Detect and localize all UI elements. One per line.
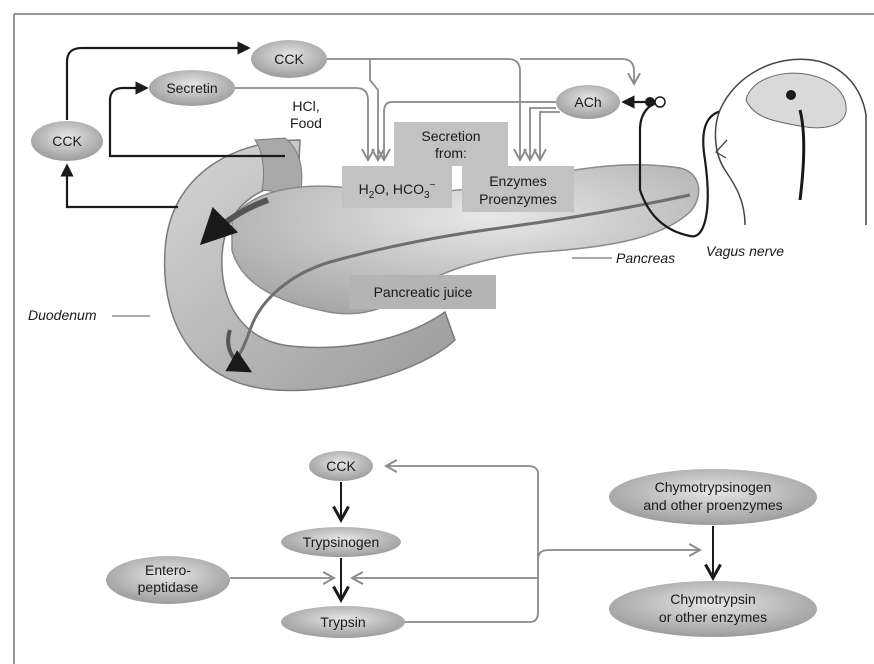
cck-top-label: CCK	[274, 51, 304, 67]
cck-to-ach-arrow	[520, 59, 634, 84]
hco3-sup: −	[430, 180, 436, 191]
secretin-label: Secretin	[166, 80, 217, 96]
cck-top-to-h2o-arrow	[370, 59, 378, 160]
synapse-dot-1	[645, 97, 655, 107]
pancreas-label: Pancreas	[616, 250, 675, 266]
trypsin-to-chymotrypsinogen-line	[538, 550, 700, 560]
enteropeptidase-label-1: Entero-	[145, 562, 191, 578]
pancreatic-juice-label: Pancreatic juice	[374, 284, 473, 300]
secretion-label: Secretion	[421, 128, 480, 144]
hcl-label: HCl,	[292, 98, 319, 114]
enzymes-label: Enzymes	[489, 173, 547, 189]
duodenum-label: Duodenum	[28, 307, 97, 323]
trypsinogen-label: Trypsinogen	[303, 534, 380, 550]
cck-left-label: CCK	[52, 133, 82, 149]
h2o-prefix: H	[359, 181, 369, 197]
hco3-sub: 3	[424, 190, 430, 201]
duodenum-to-cck-left-arrow	[67, 166, 178, 207]
proenzymes-label: Proenzymes	[479, 191, 557, 207]
vagus-nerve-label: Vagus nerve	[706, 243, 784, 259]
enteropeptidase-label-2: peptidase	[138, 579, 199, 595]
vagal-nucleus-dot	[786, 90, 796, 100]
food-label: Food	[290, 115, 322, 131]
chymotrypsinogen-label-1: Chymotrypsinogen	[655, 479, 772, 495]
ach-to-enzymes-arrow-1	[530, 108, 556, 160]
chymotrypsinogen-label-2: and other proenzymes	[643, 497, 782, 513]
from-label: from:	[435, 145, 467, 161]
trypsin-feedback-line	[386, 466, 538, 622]
chymotrypsin-label-1: Chymotrypsin	[670, 591, 756, 607]
trypsin-label: Trypsin	[320, 614, 365, 630]
ach-to-enzymes-arrow-2	[540, 112, 560, 160]
synapse-dot-2	[655, 97, 665, 107]
ach-label: ACh	[574, 94, 601, 110]
cck-bottom-label: CCK	[326, 458, 356, 474]
chymotrypsin-label-2: or other enzymes	[659, 609, 767, 625]
h2o-mid: O, HCO	[374, 181, 424, 197]
